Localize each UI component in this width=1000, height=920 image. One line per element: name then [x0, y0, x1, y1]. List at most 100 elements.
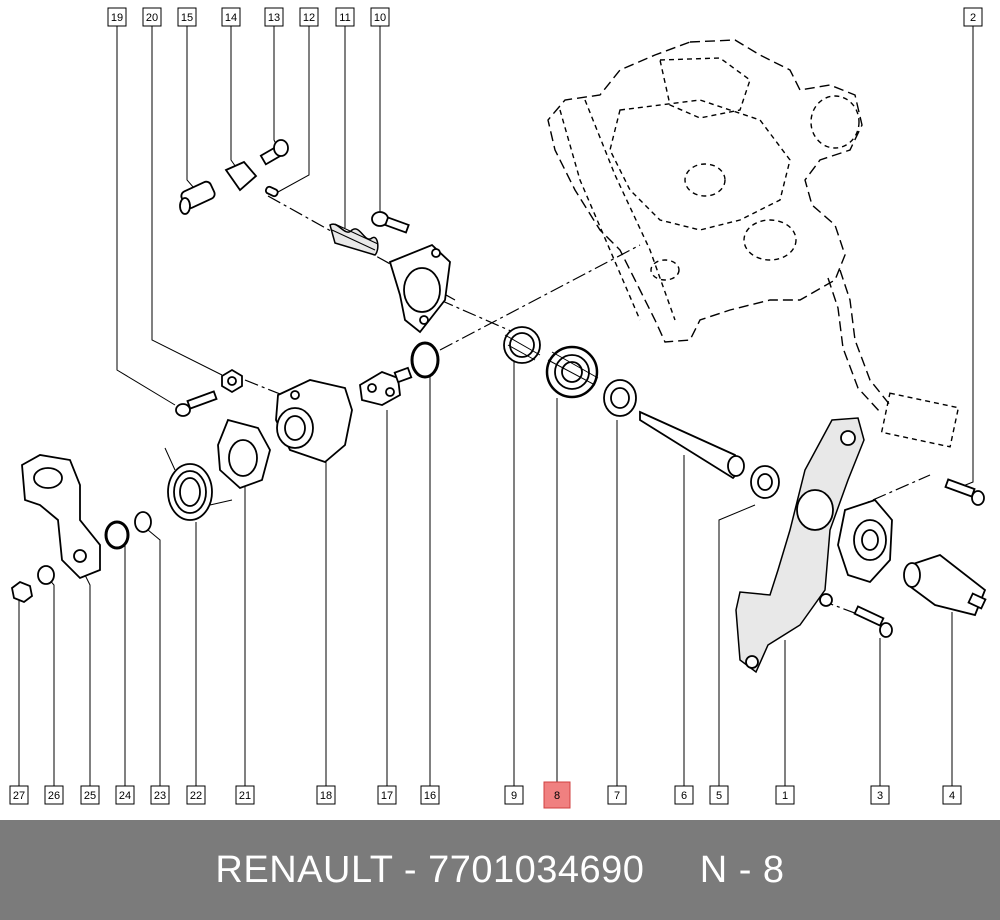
callout-2: 2: [963, 7, 983, 27]
callout-box: [150, 785, 170, 805]
callout-box: [335, 7, 355, 27]
callout-box: [264, 7, 284, 27]
callout-number: 10: [374, 12, 386, 24]
callout-number: 7: [614, 790, 620, 802]
part-8-spring: [545, 345, 599, 399]
callout-6: 6: [674, 785, 694, 805]
callout-18: 18: [316, 785, 336, 805]
callout-number: 16: [424, 790, 436, 802]
callout-number: 24: [119, 790, 131, 802]
callout-number: 11: [339, 12, 350, 24]
callout-27: 27: [9, 785, 29, 805]
callout-box: [674, 785, 694, 805]
callout-14: 14: [221, 7, 241, 27]
part-6-shaft: [639, 410, 745, 480]
callout-10: 10: [370, 7, 390, 27]
callout-7: 7: [607, 785, 627, 805]
part-13-screw: [259, 139, 289, 166]
callout-number: 13: [268, 12, 280, 24]
part-25-lever: [21, 454, 101, 580]
part-21-bracket: [217, 418, 271, 490]
part-22-torsion-spring: [164, 447, 233, 521]
part-9-spring: [503, 326, 541, 364]
callout-12: 12: [299, 7, 319, 27]
callout-box: [316, 785, 336, 805]
part-12-key: [264, 185, 279, 198]
callout-number: 2: [970, 12, 976, 24]
part-20-nut: [221, 368, 243, 394]
callout-number: 20: [146, 12, 158, 24]
callout-number: 18: [320, 790, 332, 802]
part-14-clip: [224, 160, 258, 192]
callout-20: 20: [142, 7, 162, 27]
callout-23: 23: [150, 785, 170, 805]
part-7-cup: [603, 379, 637, 417]
callout-box: [870, 785, 890, 805]
callout-25: 25: [80, 785, 100, 805]
callout-box: [607, 785, 627, 805]
callout-5: 5: [709, 785, 729, 805]
part-caption-bar: RENAULT - 7701034690 N - 8: [0, 820, 1000, 920]
callout-16: 16: [420, 785, 440, 805]
callout-number: 25: [84, 790, 96, 802]
callout-number: 3: [877, 790, 883, 802]
exploded-parts-diagram: 1920151413121110227262524232221181716987…: [9, 7, 987, 809]
part-10-bolt: [371, 211, 410, 234]
part-2-bolt: [944, 478, 985, 506]
callout-number: 22: [190, 790, 202, 802]
callout-3: 3: [870, 785, 890, 805]
part-15-pin: [179, 180, 216, 215]
callout-box: [221, 7, 241, 27]
callout-box: [9, 785, 29, 805]
callout-box: [942, 785, 962, 805]
callout-number: 12: [303, 12, 315, 24]
callout-box: [377, 785, 397, 805]
callout-number: 6: [681, 790, 687, 802]
part-19-bolt: [175, 390, 218, 417]
callout-26: 26: [44, 785, 64, 805]
part-caption: RENAULT - 7701034690 N - 8: [215, 848, 785, 891]
callout-21: 21: [235, 785, 255, 805]
callout-11: 11: [335, 7, 355, 27]
part-5-seal: [750, 465, 780, 499]
callout-box: [235, 785, 255, 805]
callout-number: 1: [782, 790, 788, 802]
callout-box: [775, 785, 795, 805]
callout-1: 1: [775, 785, 795, 805]
callout-box: [504, 785, 524, 805]
callout-number: 26: [48, 790, 60, 802]
callout-box: [186, 785, 206, 805]
caption-brand: RENAULT: [215, 848, 393, 891]
part-18-housing: [275, 379, 353, 464]
callout-box: [420, 785, 440, 805]
callout-number: 21: [239, 790, 251, 802]
callout-box: [44, 785, 64, 805]
callout-box: [107, 7, 127, 27]
part-11-spring: [329, 223, 379, 256]
callout-box: [142, 7, 162, 27]
callout-number: 17: [381, 790, 393, 802]
part-3-bolt: [853, 605, 893, 638]
callout-box: [299, 7, 319, 27]
part-17-flange: [359, 366, 413, 406]
callout-8: 8: [543, 781, 571, 809]
part-16-o-ring: [410, 341, 440, 379]
part-1-bracket: [735, 417, 865, 674]
callout-24: 24: [115, 785, 135, 805]
callout-number: 14: [225, 12, 237, 24]
callout-box: [177, 7, 197, 27]
callout-number: 27: [13, 790, 25, 802]
part-26-washer: [37, 565, 55, 585]
callout-box: [370, 7, 390, 27]
callout-number: 15: [181, 12, 193, 24]
caption-part-number: 7701034690: [428, 848, 645, 891]
part-4-sensor: [903, 553, 987, 617]
injection-pump-outline: [547, 39, 960, 448]
callout-15: 15: [177, 7, 197, 27]
callout-number: 8: [554, 790, 560, 802]
part-24-washer: [104, 520, 130, 550]
caption-position: N - 8: [699, 848, 785, 891]
callout-box: [543, 781, 571, 809]
callout-number: 23: [154, 790, 166, 802]
